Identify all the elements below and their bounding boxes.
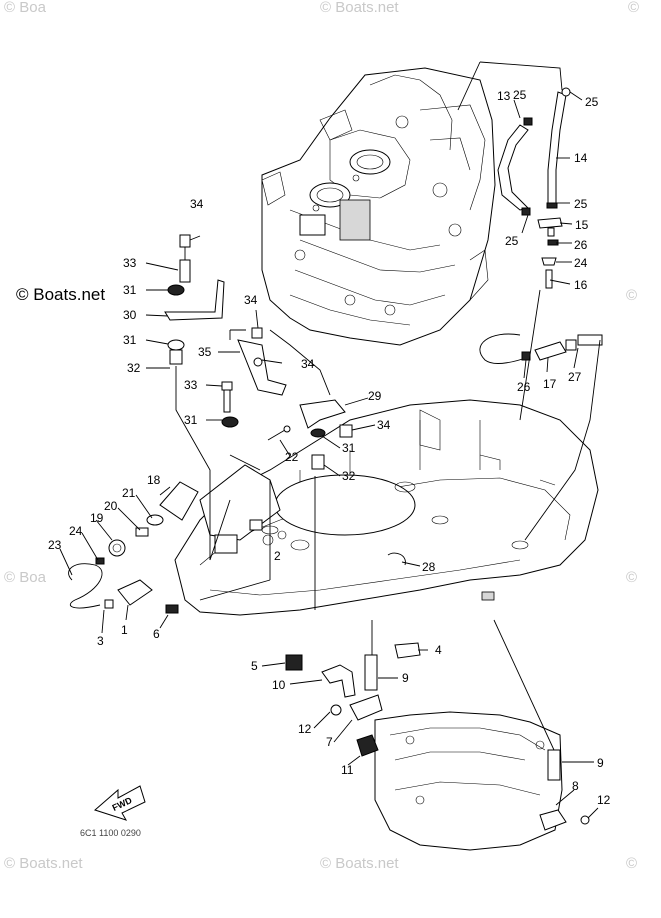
callout-7: 7 [326, 735, 333, 749]
callout-31-a: 31 [123, 283, 137, 297]
watermark-lower-left: © Boa [4, 569, 47, 586]
coupler-18 [159, 481, 199, 521]
callout-32-right: 32 [342, 469, 356, 483]
fwd-arrow-icon [94, 785, 146, 821]
callout-20: 20 [104, 499, 118, 513]
callout-32-left: 32 [127, 361, 141, 375]
callout-29: 29 [368, 389, 382, 403]
callout-30: 30 [123, 308, 137, 322]
callout-11: 11 [341, 763, 354, 777]
leader-lines [59, 61, 601, 819]
callout-21: 21 [122, 486, 136, 500]
watermark-lower-right: © [626, 569, 637, 586]
callout-34-right: 34 [377, 418, 391, 432]
callout-labels: 1 2 3 4 5 6 7 8 9 9 10 11 12 12 13 14 15… [48, 88, 611, 807]
callout-8: 8 [572, 779, 579, 793]
bracket-35 [237, 339, 287, 396]
bottom-cowling [174, 399, 599, 616]
watermark-bottom-center: © Boats.net [320, 855, 399, 872]
callout-24-left: 24 [69, 524, 83, 538]
callout-14: 14 [574, 151, 588, 165]
lower-casing [374, 711, 563, 851]
callout-34-top: 34 [190, 197, 204, 211]
callout-26-right: 26 [574, 238, 588, 252]
callout-12-right: 12 [597, 793, 611, 807]
callout-33-top: 33 [123, 256, 137, 270]
callout-1: 1 [121, 623, 128, 637]
callout-34-bracket: 34 [244, 293, 258, 307]
watermark-bottom-left: © Boats.net [4, 855, 83, 872]
joint-17 [534, 341, 567, 361]
callout-34-mid: 34 [301, 357, 315, 371]
watermark-mid-right: © [626, 287, 637, 304]
hose-13 [497, 124, 529, 211]
callout-22: 22 [285, 450, 299, 464]
callout-3: 3 [97, 634, 104, 648]
callout-25-top-right: 25 [585, 95, 599, 109]
callout-31-d: 31 [342, 441, 356, 455]
callout-4: 4 [435, 643, 442, 657]
callout-18: 18 [147, 473, 161, 487]
callout-17: 17 [543, 377, 557, 391]
callout-25-mid-right: 25 [574, 197, 588, 211]
callout-5: 5 [251, 659, 258, 673]
callout-25-top: 25 [513, 88, 527, 102]
engine-block [261, 67, 496, 346]
watermark-bottom-right: © [626, 855, 637, 872]
callout-12-left: 12 [298, 722, 312, 736]
callout-25-mid-left: 25 [505, 234, 519, 248]
watermark-top-left: © Boa [4, 0, 47, 16]
callout-33-lower: 33 [184, 378, 198, 392]
callout-9-upper: 9 [402, 671, 409, 685]
callout-6: 6 [153, 627, 160, 641]
callout-2: 2 [274, 549, 281, 563]
watermark-top-center: © Boats.net [320, 0, 399, 16]
bracket-29 [299, 399, 346, 429]
diagram-code: 6C1 1100 0290 [80, 828, 141, 838]
callout-19: 19 [90, 511, 104, 525]
callout-31-c: 31 [184, 413, 198, 427]
callout-15: 15 [575, 218, 589, 232]
callout-26-lower: 26 [517, 380, 531, 394]
callout-31-b: 31 [123, 333, 137, 347]
fitting-1 [117, 579, 153, 606]
callout-35: 35 [198, 345, 212, 359]
watermark-top-right: © [628, 0, 639, 16]
callout-16: 16 [574, 278, 588, 292]
watermark-main: © Boats.net [16, 285, 105, 304]
callout-24-right: 24 [574, 256, 588, 270]
bracket-30 [164, 279, 225, 321]
callout-9-lower: 9 [597, 756, 604, 770]
callout-28: 28 [422, 560, 436, 574]
callout-23: 23 [48, 538, 62, 552]
parts [68, 87, 603, 831]
hose-14 [547, 91, 567, 206]
callout-10: 10 [272, 678, 286, 692]
callout-27: 27 [568, 370, 582, 384]
fwd-arrow: FWD [94, 785, 146, 821]
callout-13: 13 [497, 89, 511, 103]
